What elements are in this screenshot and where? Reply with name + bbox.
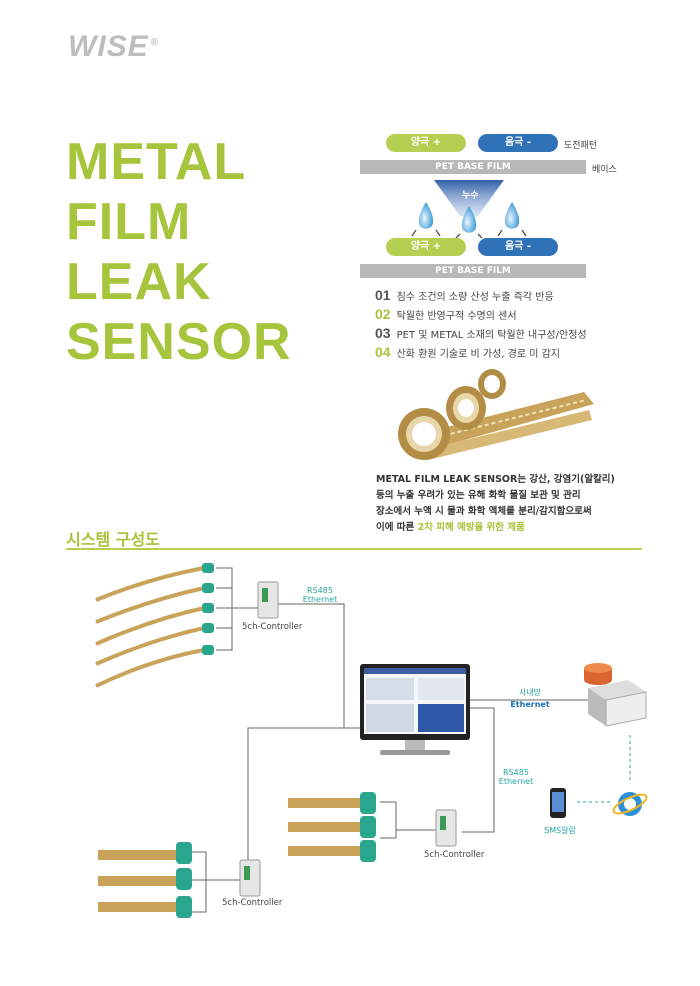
network-label-1: RS485 Ethernet (298, 586, 342, 604)
feature-num: 01 (375, 287, 391, 303)
controller-label-1: 5ch-Controller (242, 622, 303, 632)
feature-item: 04 산화 환원 기술로 비 가성, 경로 미 감지 (375, 343, 560, 361)
description-line: 등의 누출 우려가 있는 유해 화학 물질 보관 및 관리 (376, 490, 581, 501)
controller-device-2 (435, 809, 457, 847)
wise-logo: WISE® (68, 30, 159, 64)
feature-text: 산화 환원 기술로 비 가성, 경로 미 감지 (396, 349, 561, 360)
anode-pill-lower: 양극 + (386, 238, 466, 256)
conductive-pattern-label: 도전패턴 (564, 141, 598, 151)
system-diagram-title: 시스템 구성도 (66, 530, 160, 549)
cathode-pill: 음극 - (478, 134, 558, 152)
sensor-tape-photo (398, 369, 594, 460)
controller-device-3 (239, 859, 261, 897)
sensor-cable-group-top (95, 563, 214, 688)
product-description: METAL FILM LEAK SENSOR는 강산, 강염기(알칼리) 등의 … (376, 472, 626, 536)
feature-num: 04 (375, 344, 391, 360)
leak-label: 누수 (462, 191, 479, 201)
feature-text: 침수 조건의 소량 산성 누출 즉각 반응 (396, 292, 554, 303)
sms-alarm-label: SMS알람 (544, 826, 576, 835)
rs485-label: RS485 (307, 586, 333, 595)
controller-label-2: 5ch-Controller (424, 850, 485, 860)
rs485-label: RS485 (503, 768, 529, 777)
description-highlight: 2차 피해 예방을 위한 제품 (417, 522, 525, 533)
network-label-2: RS485 Ethernet (494, 768, 538, 786)
feature-text: 탁월한 반영구적 수명의 센서 (396, 311, 517, 322)
description-line: 장소에서 누액 시 물과 화학 액체를 분리/감지함으로써 (376, 506, 592, 517)
logo-text: WISE (68, 30, 149, 63)
sensor-cable-group-bottom (98, 842, 192, 918)
title-line: FILM (66, 193, 192, 251)
description-text: 이에 따른 (376, 522, 418, 533)
cathode-pill-lower: 음극 - (478, 238, 558, 256)
feature-item: 02 탁월한 반영구적 수명의 센서 (375, 305, 517, 323)
ethernet-label: Ethernet (498, 777, 534, 786)
feature-item: 01 침수 조건의 소량 산성 누출 즉각 반응 (375, 286, 554, 304)
feature-item: 03 PET 및 METAL 소재의 탁월한 내구성/안정성 (375, 324, 587, 342)
pet-film-bottom: PET BASE FILM (360, 264, 586, 278)
leak-droplets-illustration (411, 180, 527, 239)
description-line: 이에 따른 2차 피해 예방을 위한 제품 (376, 520, 626, 536)
pet-film-top: PET BASE FILM (360, 160, 586, 174)
intranet-label: 사내망 (518, 688, 542, 697)
feature-num: 02 (375, 306, 391, 322)
controller-label-3: 5ch-Controller (222, 898, 283, 908)
phone-icon (550, 788, 566, 818)
server-icon (584, 663, 647, 727)
system-diagram (95, 563, 648, 918)
title-line: SENSOR (66, 313, 292, 371)
controller-device-1 (257, 581, 279, 619)
description-line: METAL FILM LEAK SENSOR는 강산, 강염기(알칼리) (376, 474, 615, 485)
monitor-screen (360, 664, 470, 755)
section-divider (66, 548, 642, 550)
ethernet-main-label: Ethernet (510, 700, 550, 709)
ethernet-label: Ethernet (302, 595, 338, 604)
title-line: METAL (66, 133, 247, 191)
sensor-cable-group-middle (288, 792, 376, 862)
product-title: METAL FILM LEAK SENSOR (66, 132, 292, 372)
anode-pill: 양극 + (386, 134, 466, 152)
internet-explorer-icon (612, 792, 648, 816)
registered-mark: ® (150, 37, 160, 48)
feature-text: PET 및 METAL 소재의 탁월한 내구성/안정성 (396, 330, 587, 341)
feature-num: 03 (375, 325, 391, 341)
base-label: 베이스 (592, 165, 617, 175)
title-line: LEAK (66, 253, 212, 311)
